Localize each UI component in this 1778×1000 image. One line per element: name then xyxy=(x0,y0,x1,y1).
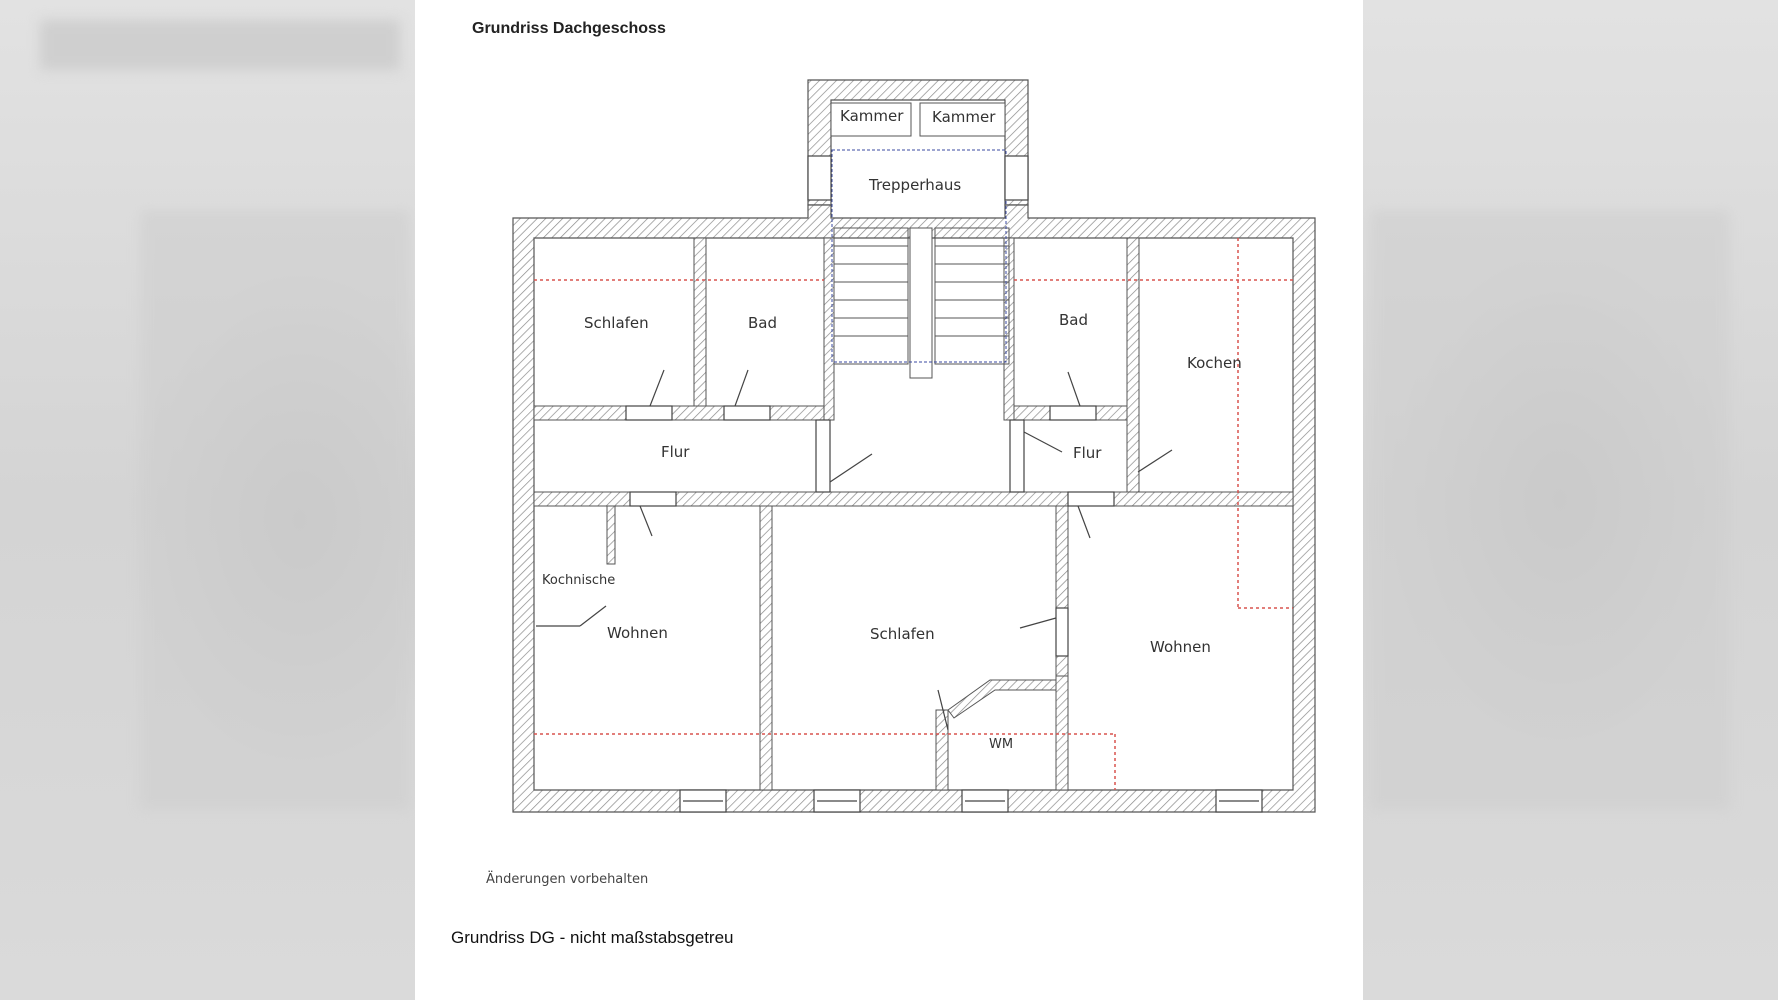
plan-caption: Grundriss DG - nicht maßstabsgetreu xyxy=(451,928,734,947)
room-label-bad-left: Bad xyxy=(748,314,777,332)
room-label-schlafen-bottom: Schlafen xyxy=(870,625,935,643)
blurred-background-panel xyxy=(1370,210,1730,810)
room-label-kochen: Kochen xyxy=(1187,354,1242,372)
room-label-kammer-left: Kammer xyxy=(840,107,904,125)
doors xyxy=(536,369,1173,731)
windows xyxy=(679,155,1263,813)
room-label-wohnen-left: Wohnen xyxy=(607,624,668,642)
kammer-boxes xyxy=(830,102,1006,137)
room-label-kochnische: Kochnische xyxy=(542,573,615,588)
room-label-bad-right: Bad xyxy=(1059,311,1088,329)
staircase xyxy=(831,149,1010,379)
room-label-schlafen-top-left: Schlafen xyxy=(584,314,649,332)
room-label-treppenhaus: Trepperhaus xyxy=(868,176,961,194)
room-label-wm: WM xyxy=(989,737,1013,752)
room-label-flur-left: Flur xyxy=(661,443,690,461)
room-label-kammer-right: Kammer xyxy=(932,108,996,126)
plan-title: Grundriss Dachgeschoss xyxy=(472,20,666,37)
outer-walls xyxy=(512,204,1316,813)
blurred-background-panel xyxy=(140,210,410,810)
blurred-background-panel xyxy=(40,20,400,70)
roof-slope-lines xyxy=(534,238,1293,790)
room-label-wohnen-right: Wohnen xyxy=(1150,638,1211,656)
changes-reserved-note: Änderungen vorbehalten xyxy=(486,872,649,887)
room-label-flur-right: Flur xyxy=(1073,444,1102,462)
